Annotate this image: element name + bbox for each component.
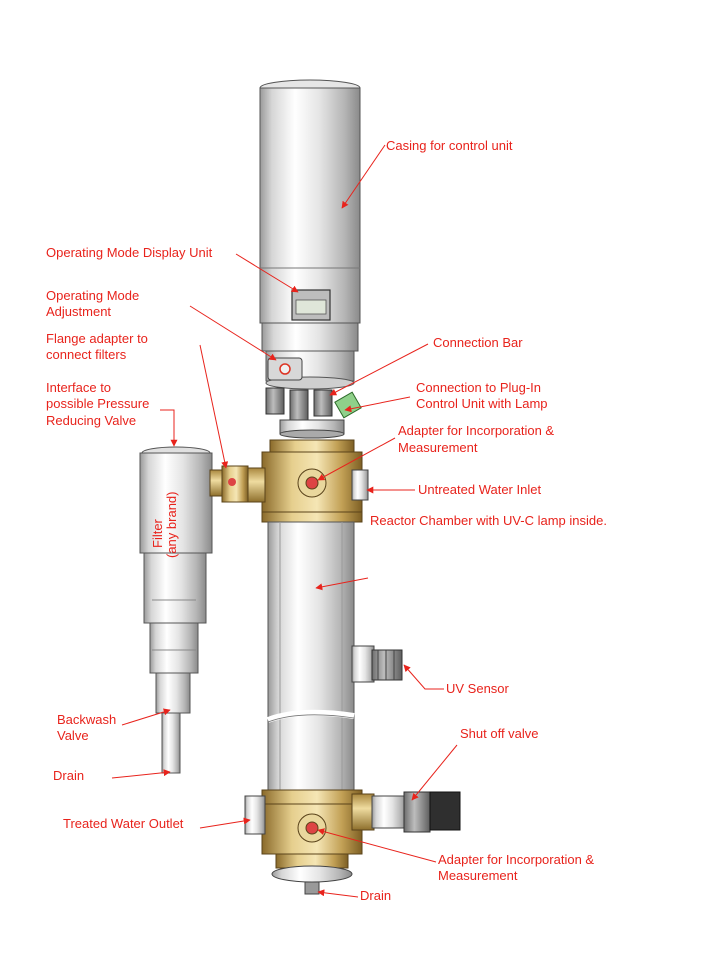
labels: Casing for control unit Operating Mode D… — [46, 138, 607, 903]
label-plugin-1: Connection to Plug-In — [416, 380, 541, 395]
label-plugin-2: Control Unit with Lamp — [416, 396, 548, 411]
label-drain-left: Drain — [53, 768, 84, 783]
label-display-unit: Operating Mode Display Unit — [46, 245, 213, 260]
control-unit-casing — [259, 79, 361, 390]
label-adapter-bottom-2: Measurement — [438, 868, 518, 883]
label-drain-bottom: Drain — [360, 888, 391, 903]
connection-bar-icon — [265, 387, 362, 421]
display-unit-icon — [291, 289, 331, 321]
filter — [139, 446, 249, 774]
leader-lines — [111, 144, 458, 898]
label-flange-1: Flange adapter to — [46, 331, 148, 346]
label-adapter-top-2: Measurement — [398, 440, 478, 455]
plugin-ring — [279, 419, 345, 439]
label-reactor: Reactor Chamber with UV-C lamp inside. — [370, 513, 607, 528]
label-interface-1: Interface to — [46, 380, 111, 395]
adapter-bottom — [244, 789, 363, 895]
label-interface-2: possible Pressure — [46, 396, 149, 411]
adapter-top — [244, 439, 369, 523]
label-backwash-2: Valve — [57, 728, 89, 743]
label-uv-sensor: UV Sensor — [446, 681, 510, 696]
label-inlet: Untreated Water Inlet — [418, 482, 541, 497]
label-adapter-top-1: Adapter for Incorporation & — [398, 423, 554, 438]
filter-label-line2: (any brand) — [164, 492, 179, 558]
reactor-chamber — [266, 521, 355, 791]
label-flange-2: connect filters — [46, 347, 127, 362]
label-outlet: Treated Water Outlet — [63, 816, 184, 831]
mode-adjust-knob-icon — [267, 357, 303, 381]
label-casing: Casing for control unit — [386, 138, 513, 153]
shutoff-valve-icon — [351, 791, 461, 833]
label-shutoff: Shut off valve — [460, 726, 539, 741]
label-mode-adjust-2: Adjustment — [46, 304, 111, 319]
label-connection-bar: Connection Bar — [433, 335, 523, 350]
label-adapter-bottom-1: Adapter for Incorporation & — [438, 852, 594, 867]
label-interface-3: Reducing Valve — [46, 413, 136, 428]
filter-label: Filter (any brand) — [150, 492, 179, 558]
filter-label-line1: Filter — [150, 518, 165, 548]
label-mode-adjust-1: Operating Mode — [46, 288, 139, 303]
uv-sensor-icon — [351, 645, 403, 683]
label-backwash-1: Backwash — [57, 712, 116, 727]
